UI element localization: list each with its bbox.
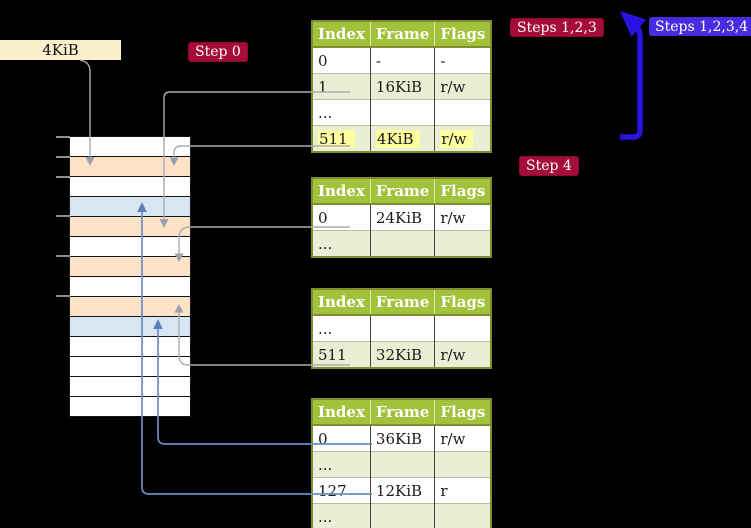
memory-frame-row: [70, 297, 190, 317]
step-4-badge: Step 4: [519, 156, 579, 176]
table-header-cell: Index: [312, 289, 371, 316]
steps-1-2-3-4-badge: Steps 1,2,3,4: [649, 17, 751, 36]
table-cell: 0: [312, 424, 371, 452]
table-cell: [369, 99, 435, 126]
memory-frame-row: [70, 217, 190, 237]
table-header-cell: Flags: [434, 399, 492, 426]
table-row: ...: [312, 451, 492, 478]
memory-frame-row: [70, 137, 190, 157]
table-header-cell: Flags: [434, 21, 492, 48]
arrowhead-up-left-icon: [620, 11, 646, 37]
table-header-cell: Frame: [369, 21, 435, 48]
table-cell: 1: [312, 73, 371, 100]
table-cell: 4KiB: [369, 125, 435, 152]
table-cell: [434, 99, 492, 126]
memory-frame-row: [70, 317, 190, 337]
table-cell: 511: [312, 341, 371, 368]
table-cell: 16KiB: [369, 73, 435, 100]
table-cell: [369, 314, 435, 342]
table-header-cell: Frame: [369, 178, 435, 205]
tick-mark: [56, 176, 70, 178]
table-row: 511 4KiB r/w: [312, 125, 492, 152]
table-header-cell: Index: [312, 178, 371, 205]
table-row: ...: [312, 99, 492, 126]
table-cell: ...: [312, 230, 371, 257]
table-cell: r/w: [434, 341, 492, 368]
steps-1-2-3-badge: Steps 1,2,3: [510, 18, 604, 37]
memory-frame-row: [70, 377, 190, 397]
table-row: 0--: [312, 46, 492, 74]
table-cell: ...: [312, 314, 371, 342]
tick-mark: [56, 136, 70, 138]
table-cell: -: [369, 46, 435, 74]
highlighted-value: r/w: [440, 129, 474, 148]
table-cell: [434, 230, 492, 257]
table-cell: [369, 230, 435, 257]
table-cell: 127: [312, 477, 371, 504]
table-cell: ...: [312, 451, 371, 478]
physical-memory-column: [69, 136, 191, 417]
table-cell: [369, 503, 435, 528]
table-cell: r/w: [434, 73, 492, 100]
memory-frame-row: [70, 337, 190, 357]
table-header-cell: Frame: [369, 399, 435, 426]
table-cell: ...: [312, 99, 371, 126]
table-cell: -: [434, 46, 492, 74]
table-header-cell: Index: [312, 21, 371, 48]
memory-frame-row: [70, 197, 190, 217]
memory-frame-row: [70, 357, 190, 377]
highlighted-value: 511: [318, 129, 355, 148]
table-header-cell: Index: [312, 399, 371, 426]
table-cell: 24KiB: [369, 203, 435, 231]
frame-size-label: 4KiB: [0, 40, 121, 60]
table-row: ...: [312, 314, 492, 342]
tick-mark: [56, 295, 70, 297]
table-cell: [434, 503, 492, 528]
memory-frame-row: [70, 237, 190, 257]
tick-mark: [56, 215, 70, 217]
memory-frame-row: [70, 177, 190, 197]
table-cell: 36KiB: [369, 424, 435, 452]
table-cell: r/w: [434, 125, 492, 152]
table-cell: r/w: [434, 424, 492, 452]
table-cell: 12KiB: [369, 477, 435, 504]
steps-loop-arrow: [620, 18, 643, 140]
memory-frame-row: [70, 257, 190, 277]
table-cell: 0: [312, 203, 371, 231]
table-header-cell: Flags: [434, 289, 492, 316]
memory-frame-row: [70, 277, 190, 297]
table-cell: r: [434, 477, 492, 504]
table-cell: 32KiB: [369, 341, 435, 368]
table-row: ...: [312, 503, 492, 528]
table-header-cell: Frame: [369, 289, 435, 316]
table-row: ...: [312, 230, 492, 257]
highlighted-value: 4KiB: [375, 129, 421, 148]
tick-mark: [56, 156, 70, 158]
table-cell: 511: [312, 125, 371, 152]
table-cell: [369, 451, 435, 478]
table-cell: [434, 451, 492, 478]
tick-mark: [56, 255, 70, 257]
memory-frame-row: [70, 157, 190, 177]
step-0-badge: Step 0: [188, 42, 248, 62]
table-cell: [434, 314, 492, 342]
table-cell: r/w: [434, 203, 492, 231]
memory-frame-row: [70, 397, 190, 416]
table-cell: ...: [312, 503, 371, 528]
table-header-cell: Flags: [434, 178, 492, 205]
table-cell: 0: [312, 46, 371, 74]
